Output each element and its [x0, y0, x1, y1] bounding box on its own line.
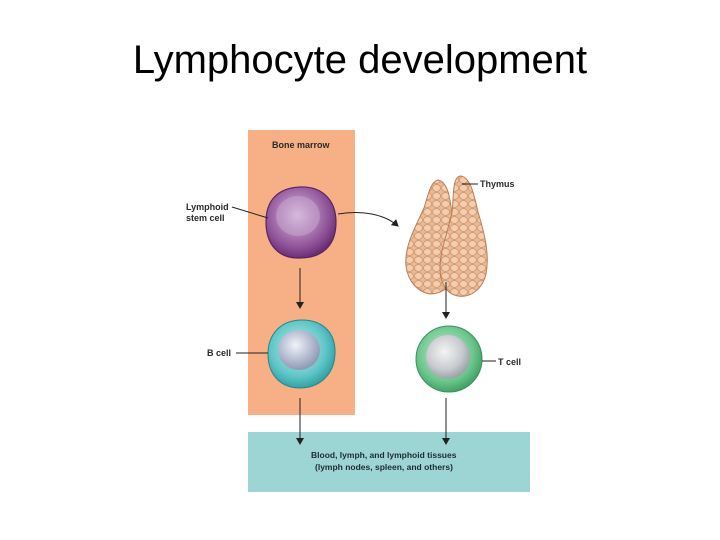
tissues-label-line2: (lymph nodes, spleen, and others) — [315, 462, 453, 472]
t-cell — [415, 325, 483, 393]
thymus — [405, 175, 488, 297]
t-cell-label: T cell — [498, 357, 521, 367]
b-cell — [267, 319, 336, 389]
lymphoid-stem-cell-label-line1: Lymphoid — [186, 202, 229, 212]
bone-marrow-label: Bone marrow — [272, 140, 331, 150]
tissue-panel — [248, 432, 530, 492]
lymphoid-stem-cell — [265, 186, 337, 259]
tissues-label-line1: Blood, lymph, and lymphoid tissues — [311, 450, 457, 460]
lymphoid-stem-cell-label-line2: stem cell — [186, 213, 225, 223]
stem-cell-leader — [231, 206, 269, 219]
arrow-stem-to-thymus — [337, 212, 399, 227]
b-cell-label: B cell — [207, 348, 231, 358]
thymus-label: Thymus — [480, 179, 515, 189]
slide-title: Lymphocyte development — [132, 38, 588, 82]
